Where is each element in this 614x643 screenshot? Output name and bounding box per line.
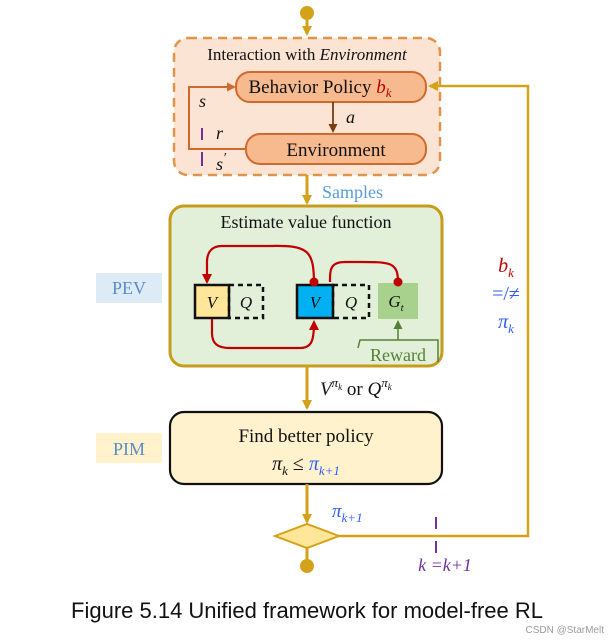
reward-edge-label: r <box>216 123 224 143</box>
g-cell <box>378 283 418 319</box>
action-label: a <box>346 107 355 127</box>
behavior-policy-label: Behavior Policy bk <box>249 77 392 100</box>
watermark: CSDN @StarMelt <box>525 625 605 636</box>
value-output-label: Vπk or Qπk <box>320 375 393 400</box>
end-node <box>300 559 314 573</box>
q-label-right: Q <box>345 293 357 312</box>
state-feedback-arrow <box>188 82 246 150</box>
update-label: k =k+1 <box>418 555 472 575</box>
red-loop-top-start <box>309 277 319 287</box>
right-annotation-b: bk <box>498 255 514 280</box>
next-policy-label: πk+1 <box>332 501 363 525</box>
right-annotation-pi: πk <box>498 311 514 336</box>
red-loop-g <box>328 260 400 283</box>
samples-label: Samples <box>322 182 383 202</box>
pim-title: Find better policy <box>238 426 374 447</box>
interaction-title: Interaction with Environment <box>207 45 408 64</box>
state-label: s <box>199 91 206 111</box>
red-loop-g-start <box>393 277 403 287</box>
v-label-left: V <box>207 293 220 312</box>
right-annotation-relation: =/≠ <box>492 283 520 305</box>
behavior-policy-node <box>235 71 427 103</box>
pev-side-label: PEV <box>112 278 146 298</box>
pev-title: Estimate value function <box>221 212 392 232</box>
pim-inequality: πk ≤ πk+1 <box>272 453 340 478</box>
environment-label: Environment <box>286 140 386 161</box>
merge-diamond <box>272 522 342 550</box>
policy-feedback-loop <box>339 81 530 538</box>
red-loop-top <box>202 244 316 285</box>
figure-caption: Figure 5.14 Unified framework for model-… <box>71 598 543 623</box>
q-cell-right <box>331 283 371 320</box>
reward-bracket <box>357 339 439 362</box>
pev-side-label-bg <box>96 273 162 303</box>
v-cell-right <box>295 283 335 320</box>
pim-side-label: PIM <box>113 439 145 459</box>
q-label-left: Q <box>240 293 252 312</box>
pim-side-label-bg <box>96 433 162 463</box>
red-loop-bottom <box>210 319 319 350</box>
v-label-right: V <box>310 293 323 312</box>
g-label: Gt <box>388 292 404 314</box>
q-cell-left <box>227 283 265 320</box>
next-state-label: s′ <box>216 151 227 174</box>
reward-label: Reward <box>370 345 426 365</box>
start-node <box>300 6 314 20</box>
